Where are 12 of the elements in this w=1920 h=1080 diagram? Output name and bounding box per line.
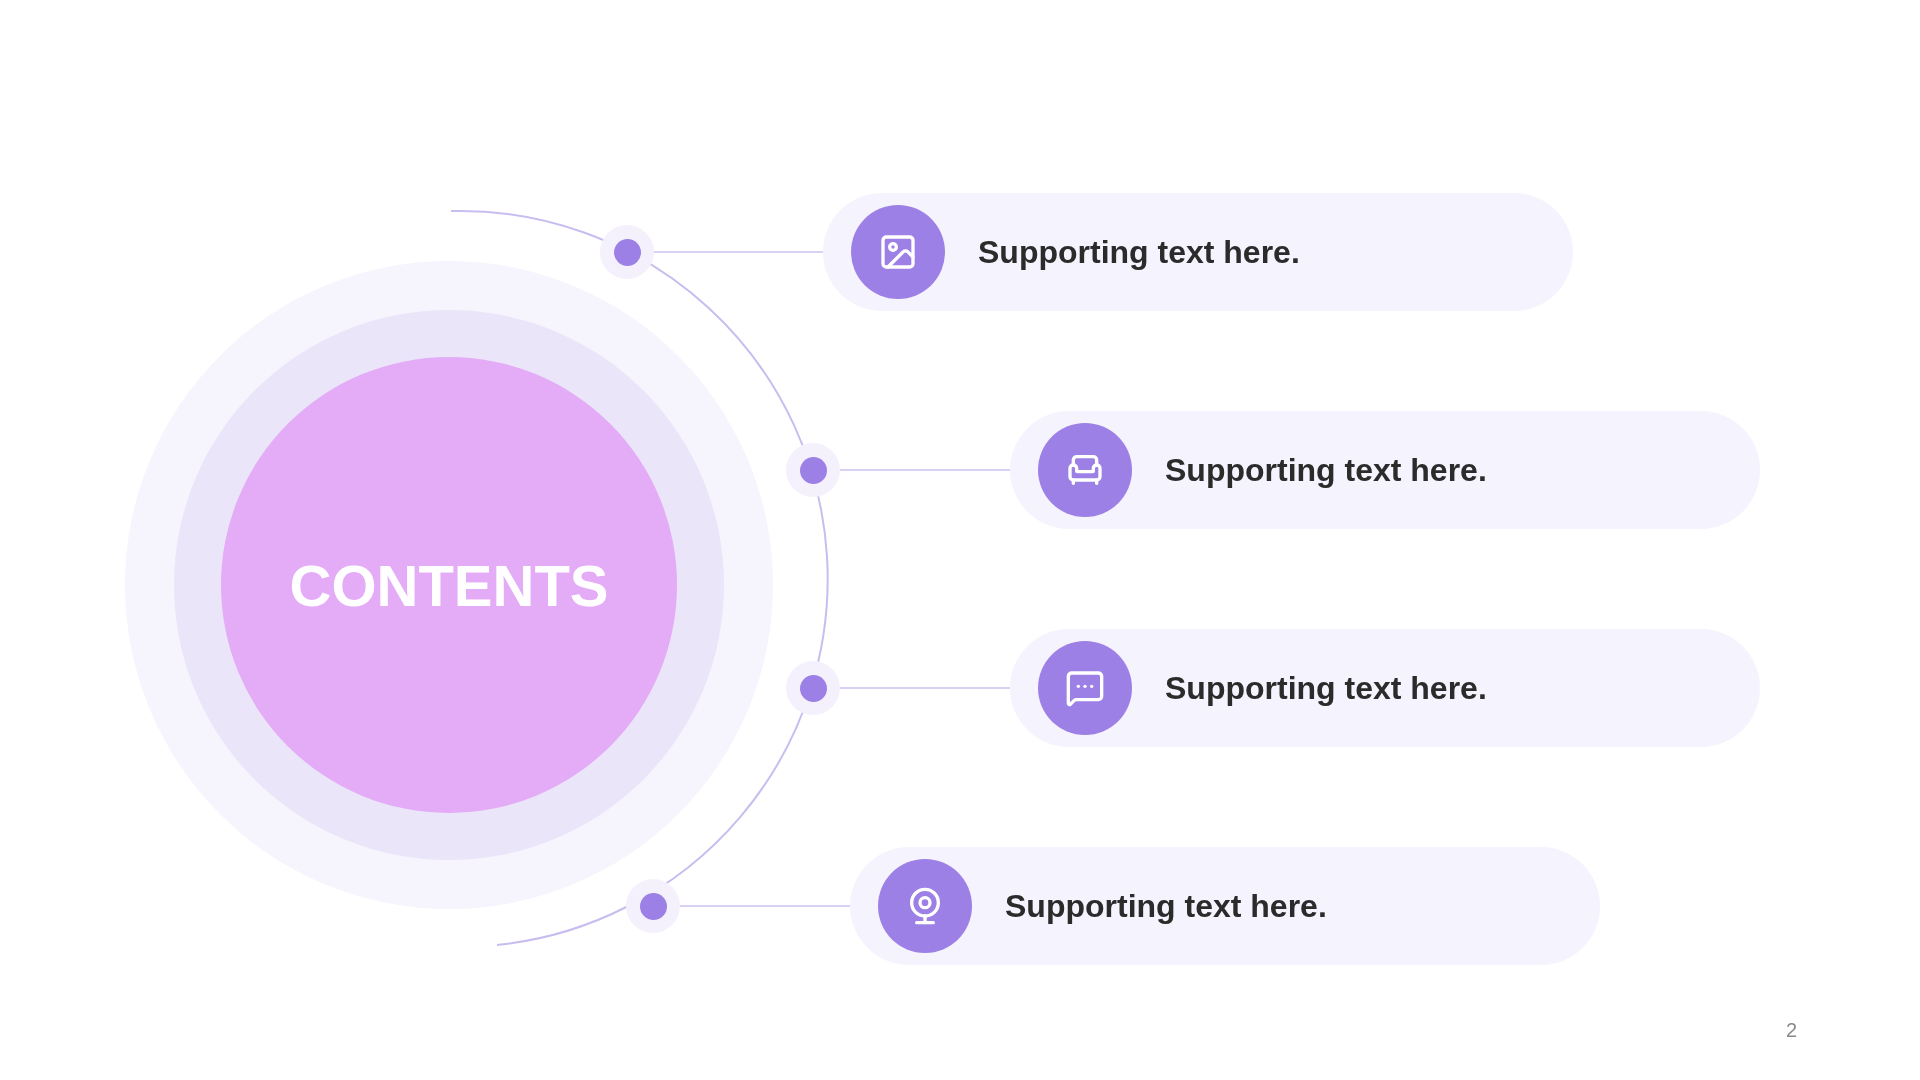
item-text: Supporting text here. [978, 233, 1300, 271]
page-number: 2 [1786, 1019, 1798, 1042]
connector-line [839, 469, 1011, 471]
item-text: Supporting text here. [1005, 887, 1327, 925]
connector-line [839, 687, 1011, 689]
connector-dot [786, 661, 840, 715]
item-text: Supporting text here. [1165, 669, 1487, 707]
connector-dot [600, 225, 654, 279]
connector-line [653, 251, 824, 253]
title-text: CONTENTS [289, 551, 609, 619]
item-text: Supporting text here. [1165, 451, 1487, 489]
connector-line [679, 905, 851, 907]
